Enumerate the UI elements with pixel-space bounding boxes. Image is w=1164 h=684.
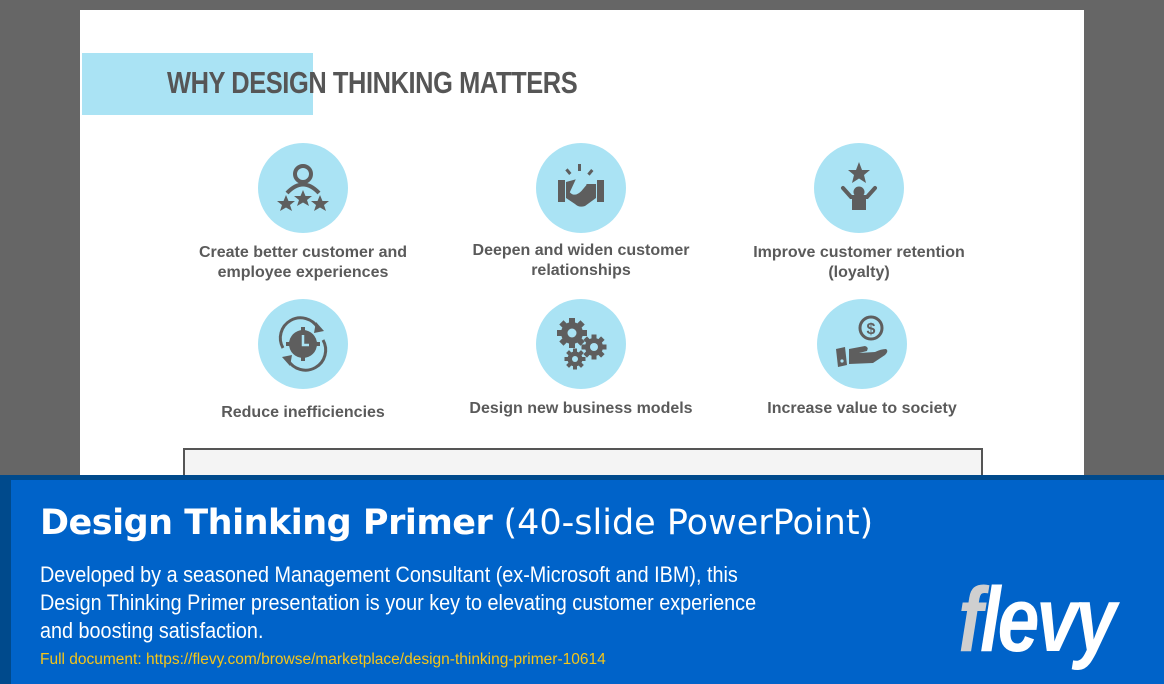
benefit-item: Deepen and widen customer relationships: [451, 143, 711, 281]
banner-title: Design Thinking Primer (40-slide PowerPo…: [40, 503, 873, 543]
slide: WHY DESIGN THINKING MATTERS Create bette…: [80, 10, 1084, 492]
logo-rest: levy: [979, 569, 1117, 671]
gears-icon: [536, 299, 626, 389]
title-accent-bar: [82, 53, 313, 115]
person-stars-icon: [258, 143, 348, 233]
handshake-icon: [536, 143, 626, 233]
benefit-label: Improve customer retention (loyalty): [753, 244, 965, 281]
clock-cycle-icon: [258, 299, 348, 389]
benefit-label: Design new business models: [469, 400, 693, 417]
logo-f: f: [958, 569, 983, 671]
banner-title-main: Design Thinking Primer: [40, 503, 493, 543]
benefit-item: Design new business models: [451, 299, 711, 419]
flevy-logo[interactable]: flevy: [958, 569, 1117, 671]
person-star-celebrate-icon: [814, 143, 904, 233]
benefit-label: Deepen and widen customer relationships: [472, 242, 690, 279]
benefit-item: Improve customer retention (loyalty): [729, 143, 989, 283]
banner-title-sub: (40-slide PowerPoint): [503, 503, 874, 543]
benefit-item: Reduce inefficiencies: [173, 299, 433, 423]
hand-coin-icon: $: [817, 299, 907, 389]
benefit-label: Increase value to society: [767, 400, 957, 417]
benefit-item: Create better customer and employee expe…: [173, 143, 433, 283]
slide-title: WHY DESIGN THINKING MATTERS: [167, 65, 578, 100]
benefit-label: Reduce inefficiencies: [221, 404, 385, 421]
banner-description: Developed by a seasoned Management Consu…: [40, 562, 757, 643]
benefit-label: Create better customer and employee expe…: [198, 244, 408, 281]
promo-banner: [11, 480, 1164, 684]
document-link[interactable]: Full document: https://flevy.com/browse/…: [40, 651, 606, 668]
benefit-item: $ Increase value to society: [732, 299, 992, 419]
svg-text:$: $: [867, 321, 876, 338]
